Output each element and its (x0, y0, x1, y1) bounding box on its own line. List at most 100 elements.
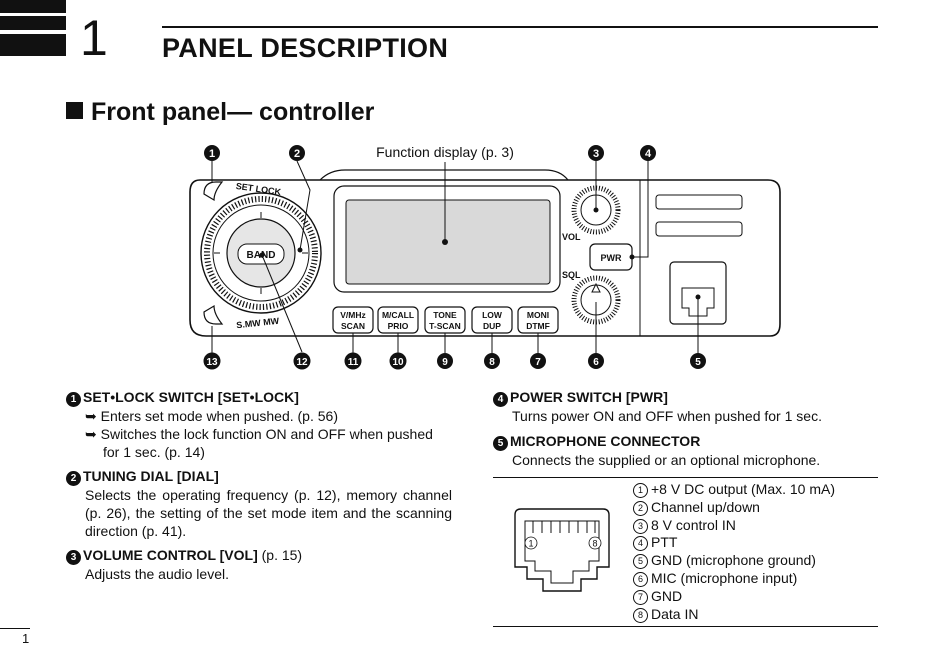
item-bullet: ➥ Enters set mode when pushed. (p. 56) (85, 408, 338, 424)
pin-text: Data IN (651, 605, 699, 622)
callouts-bottom (203, 352, 706, 370)
pin-number: 3 (633, 518, 648, 534)
item-title: MICROPHONE CONNECTOR (510, 433, 701, 449)
callout-4 (640, 145, 656, 161)
smw-mw-label: S.MW MW (236, 316, 280, 330)
callout-10 (389, 352, 407, 370)
button-4-bottom: DUP (483, 321, 501, 331)
section-title: Front panel— controller (66, 98, 374, 127)
page-number-rule (0, 628, 30, 629)
callout-11-text: 11 (348, 357, 359, 368)
pin-number: 1 (633, 483, 648, 498)
callout-7 (530, 353, 546, 369)
vol-label: VOL (562, 232, 581, 242)
pin-text: GND (651, 587, 683, 604)
item-title: POWER SWITCH [PWR] (510, 389, 668, 405)
page-number: 1 (22, 631, 30, 646)
button-3-top: TONE (433, 310, 457, 320)
item-number-badge: 1 (66, 392, 81, 407)
set-lock-key (203, 181, 224, 202)
button-2-bottom: PRIO (388, 321, 409, 331)
pin-number: 7 (633, 589, 648, 605)
pin-text: Channel up/down (651, 498, 760, 515)
callout-3 (588, 145, 604, 161)
item-number-badge: 3 (66, 550, 81, 565)
smw-key (203, 304, 224, 325)
front-panel-diagram: Function display (p. 3) 1 2 3 4 BAND SET… (189, 144, 781, 370)
connector-pin-diagram: 1 8 (514, 508, 610, 592)
square-bullet-icon (66, 102, 83, 119)
pin-number: 4 (633, 536, 648, 552)
callout-5 (690, 353, 706, 369)
callout-9-text: 9 (442, 357, 448, 368)
callout-13 (203, 352, 221, 370)
pin-number: 6 (633, 571, 648, 587)
item-title: SET•LOCK SWITCH [SET•LOCK] (83, 389, 299, 405)
pin-text: 8 V control IN (651, 516, 736, 533)
button-1-bottom: SCAN (341, 321, 365, 331)
callout-11 (344, 352, 362, 370)
pin-text: +8 V DC output (Max. 10 mA) (651, 481, 836, 497)
sql-label: SQL (562, 270, 581, 280)
callout-1 (204, 145, 220, 161)
item-title: VOLUME CONTROL [VOL] (83, 547, 258, 563)
button-1-top: V/MHz (340, 310, 366, 320)
callout-2 (289, 145, 305, 161)
pin-number: 2 (633, 500, 648, 516)
callout-6-text: 6 (593, 357, 599, 368)
item-page-ref: (p. 15) (257, 547, 303, 563)
callout-8-text: 8 (489, 357, 495, 368)
callout-1-text: 1 (209, 148, 215, 160)
callout-5-text: 5 (695, 357, 701, 368)
chapter-number: 1 (80, 10, 108, 66)
button-4-top: LOW (482, 310, 503, 320)
callout-13-text: 13 (206, 357, 218, 368)
connector-pin-1-label: 1 (528, 539, 533, 549)
item-body: Turns power ON and OFF when pushed for 1… (512, 408, 822, 424)
connector-pin-8-label: 8 (592, 539, 597, 549)
item-title: TUNING DIAL [DIAL] (83, 468, 219, 484)
function-display-label: Function display (p. 3) (376, 144, 514, 160)
pwr-label: PWR (601, 253, 622, 263)
chapter-title: PANEL DESCRIPTION (162, 33, 449, 63)
item-body: Selects the operating frequency (p. 12),… (85, 487, 452, 539)
function-buttons (332, 306, 559, 334)
pin-number: 5 (633, 554, 648, 570)
item-number-badge: 2 (66, 471, 81, 486)
chapter-tab-marker (0, 0, 66, 56)
callouts-top (204, 145, 656, 161)
pin-number: 8 (633, 607, 648, 623)
button-5-top: MONI (527, 310, 549, 320)
button-5-bottom: DTMF (526, 321, 550, 331)
pin-text: PTT (651, 534, 678, 551)
button-2-top: M/CALL (382, 310, 414, 320)
callout-12 (293, 352, 311, 370)
button-3-bottom: T-SCAN (429, 321, 461, 331)
item-bullet: ➥ Switches the lock function ON and OFF … (85, 426, 433, 460)
callout-9 (437, 353, 453, 369)
callout-10-text: 10 (392, 357, 404, 368)
item-body: Adjusts the audio level. (85, 566, 229, 582)
item-number-badge: 5 (493, 436, 508, 451)
callout-8 (484, 353, 500, 369)
callout-6 (588, 353, 604, 369)
pin-text: MIC (microphone input) (651, 569, 798, 586)
callout-2-text: 2 (294, 148, 300, 160)
header-rule (162, 26, 878, 28)
callout-4-text: 4 (645, 148, 652, 160)
section-title-text: Front panel— controller (91, 98, 375, 126)
callout-12-text: 12 (296, 357, 308, 368)
item-number-badge: 4 (493, 392, 508, 407)
